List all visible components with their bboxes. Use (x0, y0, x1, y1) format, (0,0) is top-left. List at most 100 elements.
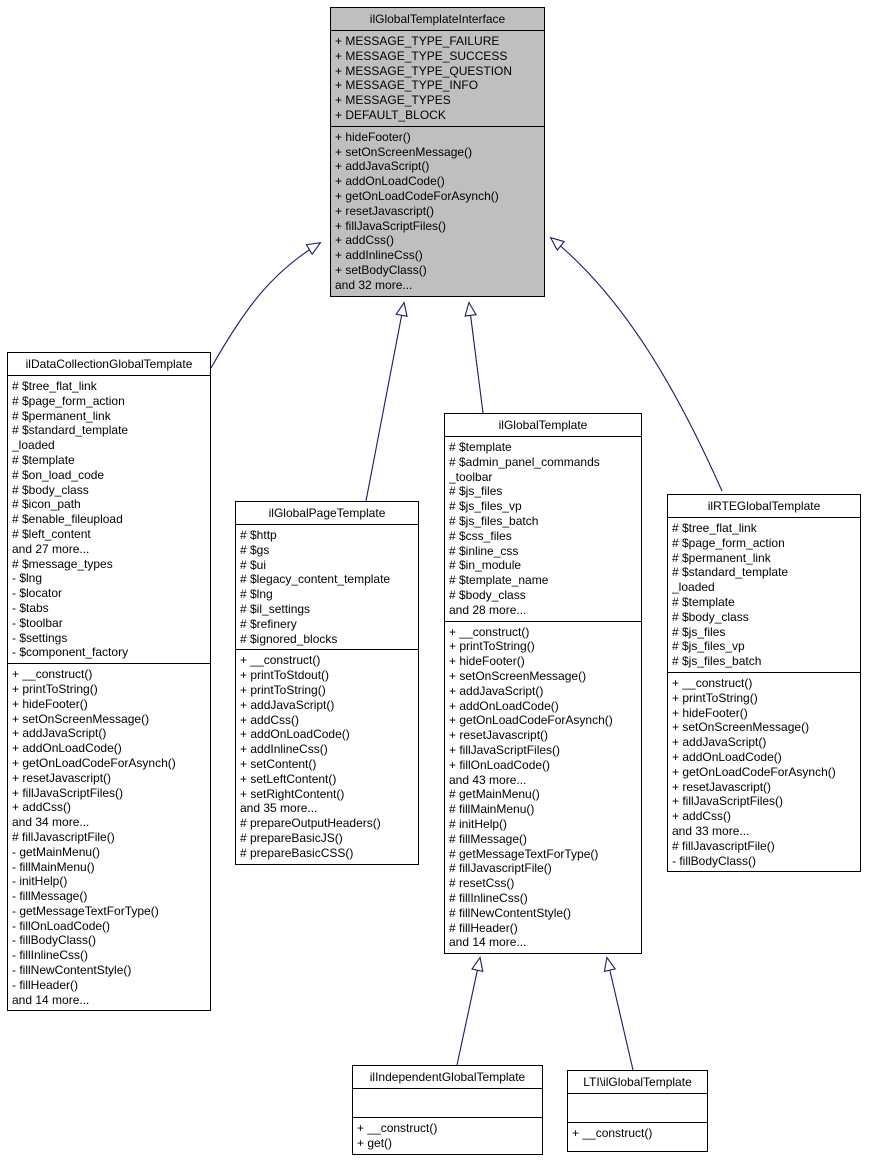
member-line: + fillJavaScriptFiles() (12, 785, 124, 800)
member-line: # $il_settings (240, 601, 311, 616)
class-box-ilRTEGlobalTemplate[interactable]: ilRTEGlobalTemplate # $tree_flat_link # $… (667, 494, 861, 873)
member-line: + __construct() (672, 675, 753, 690)
member-line: - fillInlineCss() (12, 948, 89, 963)
member-line: # prepareBasicCSS() (240, 845, 354, 860)
member-line: # $js_files_vp (672, 639, 745, 654)
class-fields (568, 1094, 707, 1122)
member-line: # $left_content (12, 526, 91, 541)
member-line: + fillJavaScriptFiles() (449, 742, 561, 757)
member-line: # fillHeader() (449, 920, 518, 935)
member-line: # $js_files (672, 624, 726, 639)
class-box-ilGlobalTemplateInterface[interactable]: ilGlobalTemplateInterface + MESSAGE_TYPE… (330, 7, 545, 297)
inheritance-arrow-rte (549, 236, 723, 492)
member-line: + resetJavascript() (672, 779, 772, 794)
member-line: + __construct() (449, 624, 530, 639)
member-line: # initHelp() (449, 816, 508, 831)
member-line: - fillBodyClass() (12, 933, 97, 948)
member-line: # $template (12, 452, 75, 467)
member-line: + resetJavascript() (335, 203, 435, 218)
inheritance-arrow-globaltemplate (464, 301, 484, 414)
member-line: # $legacy_content_template (240, 572, 391, 587)
class-title: ilRTEGlobalTemplate (668, 495, 860, 518)
member-line: and 33 more... (672, 823, 750, 838)
member-line: + __construct() (240, 653, 321, 668)
member-line: - initHelp() (12, 874, 68, 889)
inheritance-arrow-pagetemplate (365, 301, 408, 502)
member-line: # fillInlineCss() (449, 890, 528, 905)
member-line: # $body_class (672, 609, 749, 624)
member-line: - fillHeader() (12, 977, 79, 992)
class-box-LTI-ilGlobalTemplate[interactable]: LTI\ilGlobalTemplate + __construct() (567, 1070, 708, 1152)
member-line: + hideFooter() (672, 705, 748, 720)
member-line: + hideFooter() (449, 654, 525, 669)
member-line: # $body_class (449, 587, 526, 602)
member-line: # $tree_flat_link (672, 521, 757, 535)
member-line: + printToString() (449, 639, 535, 654)
member-line: # $on_load_code (12, 467, 105, 482)
member-line: + getOnLoadCodeForAsynch() (672, 764, 836, 779)
member-line: # $body_class (12, 482, 89, 497)
member-line: + printToString() (240, 682, 326, 697)
member-line: # getMainMenu() (449, 787, 540, 802)
member-line: and 28 more... (449, 602, 527, 617)
member-line: # $page_form_action (12, 393, 125, 408)
member-line: + setRightContent() (240, 786, 345, 801)
member-line: - getMessageTextForType() (12, 903, 159, 918)
class-methods: + __construct()+ printToString()+ hideFo… (445, 620, 641, 954)
member-line: + addJavaScript() (335, 159, 430, 174)
member-line: + addJavaScript() (672, 735, 767, 750)
member-line: # $template (449, 440, 512, 454)
member-line: # fillJavascriptFile() (672, 838, 775, 853)
class-title: ilGlobalTemplate (445, 414, 641, 437)
class-fields (353, 1089, 542, 1117)
member-line: _loaded (672, 580, 715, 595)
member-line: # $js_files (449, 484, 503, 499)
member-line: # $lng (240, 587, 273, 602)
member-line: # $ignored_blocks (240, 631, 338, 646)
member-line: + addJavaScript() (449, 683, 544, 698)
member-line: + setOnScreenMessage() (12, 711, 150, 726)
member-line: # $icon_path (12, 497, 81, 512)
member-line: # fillJavascriptFile() (449, 861, 552, 876)
member-line: # $ui (240, 557, 267, 572)
member-line: + fillJavaScriptFiles() (335, 218, 447, 233)
member-line: - fillMainMenu() (12, 859, 95, 874)
member-line: + fillOnLoadCode() (449, 757, 551, 772)
class-box-ilDataCollectionGlobalTemplate[interactable]: ilDataCollectionGlobalTemplate # $tree_f… (7, 352, 211, 1012)
member-line: # resetCss() (449, 876, 515, 891)
member-line: + addOnLoadCode() (335, 174, 445, 189)
member-line: # $tree_flat_link (12, 379, 97, 393)
member-line: + addCss() (12, 800, 72, 815)
member-line: + setLeftContent() (240, 771, 337, 786)
member-line: and 14 more... (12, 992, 90, 1007)
inheritance-arrow-lti (603, 956, 634, 1071)
member-line: # fillMessage() (449, 831, 528, 846)
class-title: ilIndependentGlobalTemplate (353, 1066, 542, 1089)
member-line: and 14 more... (449, 935, 527, 950)
member-line: + __construct() (572, 1126, 653, 1140)
member-line: + MESSAGE_TYPE_QUESTION (335, 63, 513, 78)
member-line: + addInlineCss() (240, 742, 328, 757)
class-methods: + __construct()+ printToString()+ hideFo… (668, 671, 860, 871)
member-line: + addOnLoadCode() (240, 727, 350, 742)
member-line: + hideFooter() (335, 129, 411, 144)
member-line: _toolbar (449, 469, 493, 484)
member-line: - fillNewContentStyle() (12, 963, 132, 978)
member-line: and 43 more... (449, 772, 527, 787)
class-title: ilGlobalTemplateInterface (331, 8, 544, 31)
member-line: _loaded (12, 438, 55, 453)
member-line: and 27 more... (12, 541, 90, 556)
member-line: + getOnLoadCodeForAsynch() (449, 713, 613, 728)
member-line: + getOnLoadCodeForAsynch() (12, 755, 176, 770)
class-fields: # $http# $gs# $ui# $legacy_content_templ… (236, 525, 418, 649)
class-box-ilGlobalPageTemplate[interactable]: ilGlobalPageTemplate # $http# $gs# $ui# … (235, 501, 419, 865)
class-box-ilGlobalTemplate[interactable]: ilGlobalTemplate # $template# $admin_pan… (444, 413, 642, 955)
class-box-ilIndependentGlobalTemplate[interactable]: ilIndependentGlobalTemplate + __construc… (352, 1065, 543, 1155)
member-line: + hideFooter() (12, 696, 88, 711)
member-line: + resetJavascript() (449, 728, 549, 743)
member-line: # $js_files_batch (672, 654, 762, 669)
class-methods: + __construct()+ printToString()+ hideFo… (8, 663, 210, 1010)
member-line: # $js_files_vp (449, 499, 522, 514)
